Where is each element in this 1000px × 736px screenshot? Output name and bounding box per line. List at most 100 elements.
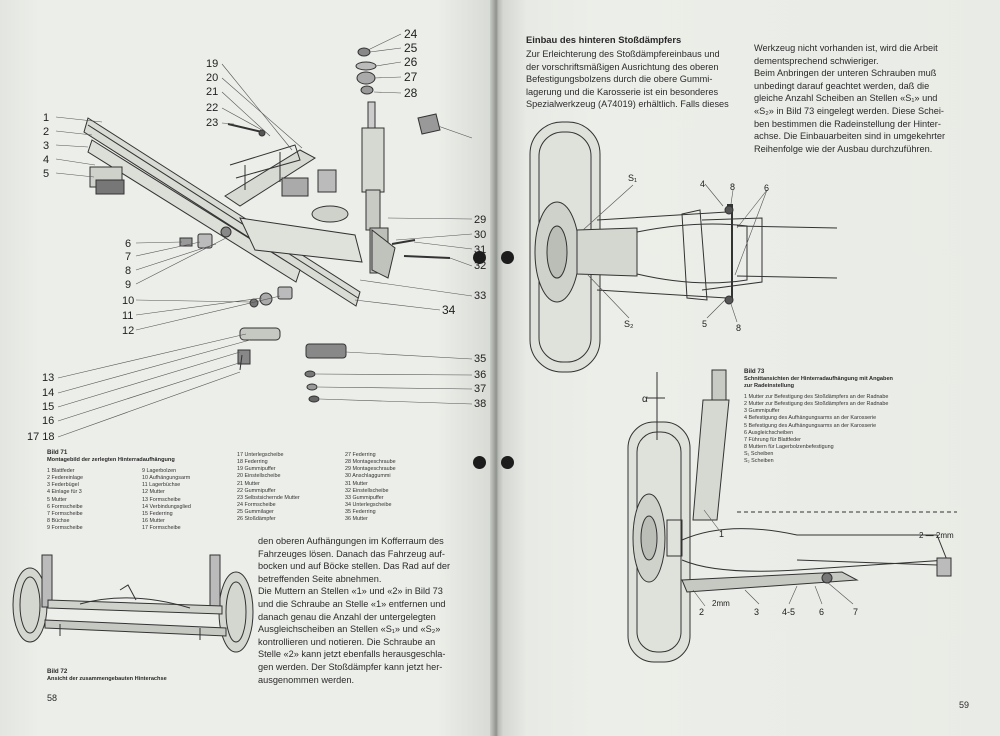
callout: 27 [404, 70, 418, 84]
callout: 7 [125, 251, 132, 263]
legend-item: 3 Gummipuffer [744, 408, 780, 415]
label-2mm: 2mm [712, 599, 730, 608]
text-line: Zur Erleichterung des Stoßdämpfereinbaus… [526, 49, 720, 59]
text-line: gen werden. Der Stoßdämpfer kann jetzt h… [258, 661, 443, 672]
figure71-title: Bild 71 [47, 449, 68, 456]
legend-item: 7 Führung für Blattfeder [744, 436, 801, 443]
left-page: 1 2 3 4 5 6 7 8 9 10 11 12 13 14 15 16 1… [0, 0, 497, 736]
legend-item: 29 Montageschraube [345, 466, 396, 473]
figure73-legend: 1 Mutter zur Befestigung des Stoßdämpfer… [744, 394, 974, 466]
text-line: Die Muttern an Stellen «1» und «2» in Bi… [258, 586, 443, 597]
text-line: Reihenfolge wie der Ausbau durchzuführen… [754, 143, 933, 154]
right-col1-text: Zur Erleichterung des Stoßdämpfereinbaus… [526, 48, 736, 111]
legend-item: 27 Federring [345, 452, 376, 458]
legend-item: 22 Gummipuffer [237, 487, 276, 494]
figure73-subtitle2: zur Radeinstellung [744, 383, 795, 389]
callout: 26 [404, 55, 418, 69]
legend-item: 17 Formscheibe [142, 525, 181, 532]
legend-item: 21 Mutter [237, 480, 260, 487]
legend-item: 26 Stoßdämpfer [237, 516, 276, 523]
callout: 6 [125, 238, 132, 250]
legend-item: 5 Mutter [47, 496, 67, 503]
legend-item: 18 Federring [237, 459, 268, 466]
label-6: 6 [764, 183, 770, 193]
legend-item: 12 Mutter [142, 489, 165, 496]
label-s2: S₂ [624, 319, 634, 329]
callout: 36 [474, 369, 487, 381]
legend-item: 14 Verbindungsglied [142, 503, 191, 510]
legend-item: 35 Federring [345, 509, 376, 516]
callout: 37 [474, 383, 487, 395]
figure72-subtitle: Ansicht der zusammengebauten Hinterachse [47, 676, 167, 682]
legend-item: 15 Federring [142, 510, 173, 517]
text-line: Spezialwerkzeug (A74019) erhältlich. Fal… [526, 99, 729, 110]
figure73-bottom-drawing [627, 369, 957, 663]
legend-item: 23 Selbstsichernde Mutter [237, 494, 300, 501]
callout: 13 [42, 372, 55, 384]
legend-item: 34 Unterlegscheibe [345, 502, 392, 509]
callout: 38 [474, 398, 487, 410]
text-line: den oberen Aufhängungen im Kofferraum de… [258, 536, 444, 546]
text-line: Fahrzeuges lösen. Danach das Fahrzeug au… [258, 548, 445, 559]
legend-item: 19 Gummipuffer [237, 466, 276, 473]
page-number-right: 59 [959, 700, 970, 710]
callout: 12 [122, 325, 135, 337]
legend-item: 4 Einlage für 3 [47, 489, 82, 496]
callout: 33 [474, 290, 487, 302]
legend-item: 36 Mutter [345, 516, 368, 523]
text-line: Befestigungsbolzens durch die obere Gumm… [526, 74, 713, 85]
callout: 9 [125, 279, 132, 291]
label-7: 7 [853, 607, 859, 617]
legend-item: 8 Büchse [47, 518, 70, 525]
callout: 24 [404, 27, 418, 41]
label-2: 2 [699, 607, 705, 617]
figure71-drawing [55, 33, 473, 438]
text-line: gleiche Anzahl Scheiben an Stellen «S₁» … [754, 93, 938, 104]
label-8b: 8 [736, 323, 742, 333]
callout: 3 [43, 140, 50, 152]
page-number-left: 58 [47, 693, 58, 703]
legend-item: 25 Gummilager [237, 509, 274, 516]
legend-item: 30 Anschlaggummi [345, 473, 391, 480]
figure72-title: Bild 72 [47, 668, 68, 675]
callout: 34 [442, 303, 456, 317]
right-page: Einbau des hinteren Stoßdämpfers Zur Erl… [497, 0, 1000, 736]
figure73-caption: Bild 73 Schnittansichten der Hinterradau… [744, 368, 944, 390]
figure73-title: Bild 73 [744, 368, 765, 375]
legend-item: 1 Mutter zur Befestigung des Stoßdämpfer… [744, 394, 889, 400]
text-line: achse. Die Einbauarbeiten sind in umgeke… [754, 131, 946, 142]
legend-item: 13 Formscheibe [142, 496, 181, 503]
text-line: lagerung und die Karosserie ist ein beso… [526, 86, 719, 97]
legend-item: 33 Gummipuffer [345, 494, 384, 501]
figure73-subtitle1: Schnittansichten der Hinterradaufhängung… [744, 376, 893, 382]
text-line: betreffenden Seite abnehmen. [258, 573, 382, 584]
legend-item: 32 Einstellscheibe [345, 487, 389, 494]
text-line: unbedingt darauf geachtet werden, daß di… [754, 80, 930, 91]
text-line: Beim Anbringen der unteren Schrauben muß [754, 68, 937, 79]
callout: 11 [122, 310, 134, 322]
legend-item: 10 Aufhängungsarm [142, 475, 191, 482]
legend-item: S₂ Scheiben [744, 458, 774, 465]
callout: 5 [43, 168, 50, 180]
legend-item: 16 Mutter [142, 518, 165, 525]
callout: 19 [206, 58, 219, 70]
text-line: ben bestimmen die Radeinstellung der Hin… [754, 118, 941, 129]
legend-item: 8 Muttern für Lagerbolzenbefestigung [744, 444, 834, 451]
punch-hole [473, 456, 486, 469]
legend-item: 5 Befestigung des Aufhängungsarms an der… [744, 422, 877, 429]
figure71-caption: Bild 71 Montagebild der zerlegten Hinter… [47, 449, 175, 464]
label-6b: 6 [819, 607, 825, 617]
callout: 17 18 [27, 431, 55, 443]
callout: 1 [43, 112, 50, 124]
right-col2-text: Werkzeug nicht vorhanden ist, wird die A… [754, 42, 964, 155]
figure73-top-drawing [529, 121, 838, 373]
label-8: 8 [730, 182, 736, 192]
label-4: 4 [700, 179, 706, 189]
legend-item: 28 Montageschraube [345, 459, 396, 466]
section-heading: Einbau des hinteren Stoßdämpfers [526, 34, 682, 45]
legend-item: 2 Mutter zur Befestigung des Stoßdämpfer… [744, 401, 889, 408]
